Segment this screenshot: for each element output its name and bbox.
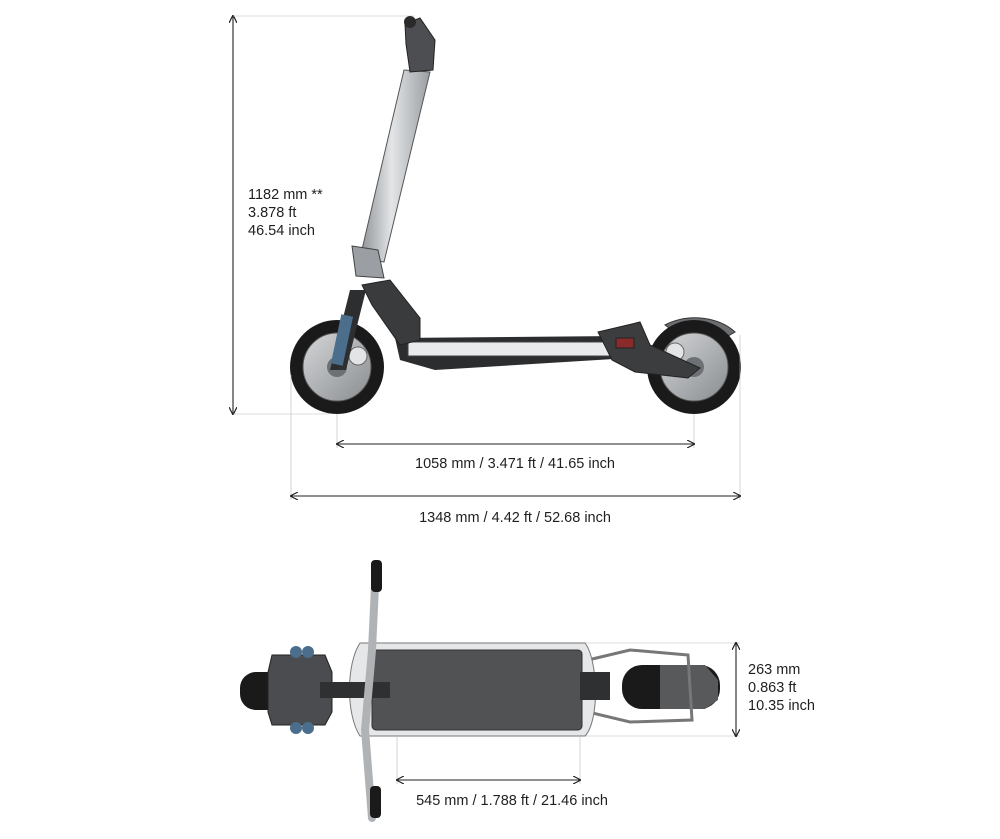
side-view <box>233 16 741 500</box>
wheelbase-dimension-line <box>337 414 694 448</box>
width-mm: 263 mm <box>748 662 801 678</box>
rear-swingarm <box>597 321 701 379</box>
front-neck <box>361 279 421 346</box>
handlebar-top <box>360 560 382 822</box>
height-mm: 1182 mm ** <box>248 187 323 203</box>
total-length-dimension-line <box>291 335 740 500</box>
deck-length-dimension-line <box>397 736 580 784</box>
width-ft: 0.863 ft <box>748 680 797 696</box>
deck-length-label: 545 mm / 1.788 ft / 21.46 inch <box>416 792 608 810</box>
rear-tire-top <box>622 665 720 709</box>
width-label: 263 mm 0.863 ft 10.35 inch <box>748 661 815 715</box>
side-deck <box>395 336 630 370</box>
width-inch: 10.35 inch <box>748 698 815 714</box>
folded-stem <box>320 682 390 698</box>
deck-length-value: 545 mm / 1.788 ft / 21.46 inch <box>416 793 608 809</box>
stem <box>359 69 431 263</box>
rear-shock <box>615 337 635 349</box>
width-dimension-line <box>585 643 740 736</box>
height-inch: 46.54 inch <box>248 223 315 239</box>
height-label: 1182 mm ** 3.878 ft 46.54 inch <box>248 186 323 240</box>
stem-clamp <box>351 245 385 279</box>
wheelbase-value: 1058 mm / 3.471 ft / 41.65 inch <box>415 456 615 472</box>
height-dimension-line <box>233 16 415 414</box>
top-view <box>240 560 740 822</box>
front-fork <box>330 290 366 370</box>
top-deck <box>349 642 610 737</box>
wheelbase-label: 1058 mm / 3.471 ft / 41.65 inch <box>415 455 615 473</box>
height-ft: 3.878 ft <box>248 205 297 221</box>
handlebar-head <box>404 16 436 73</box>
total-length-value: 1348 mm / 4.42 ft / 52.68 inch <box>419 510 611 526</box>
total-length-label: 1348 mm / 4.42 ft / 52.68 inch <box>419 509 611 527</box>
front-tire-top <box>240 646 333 734</box>
